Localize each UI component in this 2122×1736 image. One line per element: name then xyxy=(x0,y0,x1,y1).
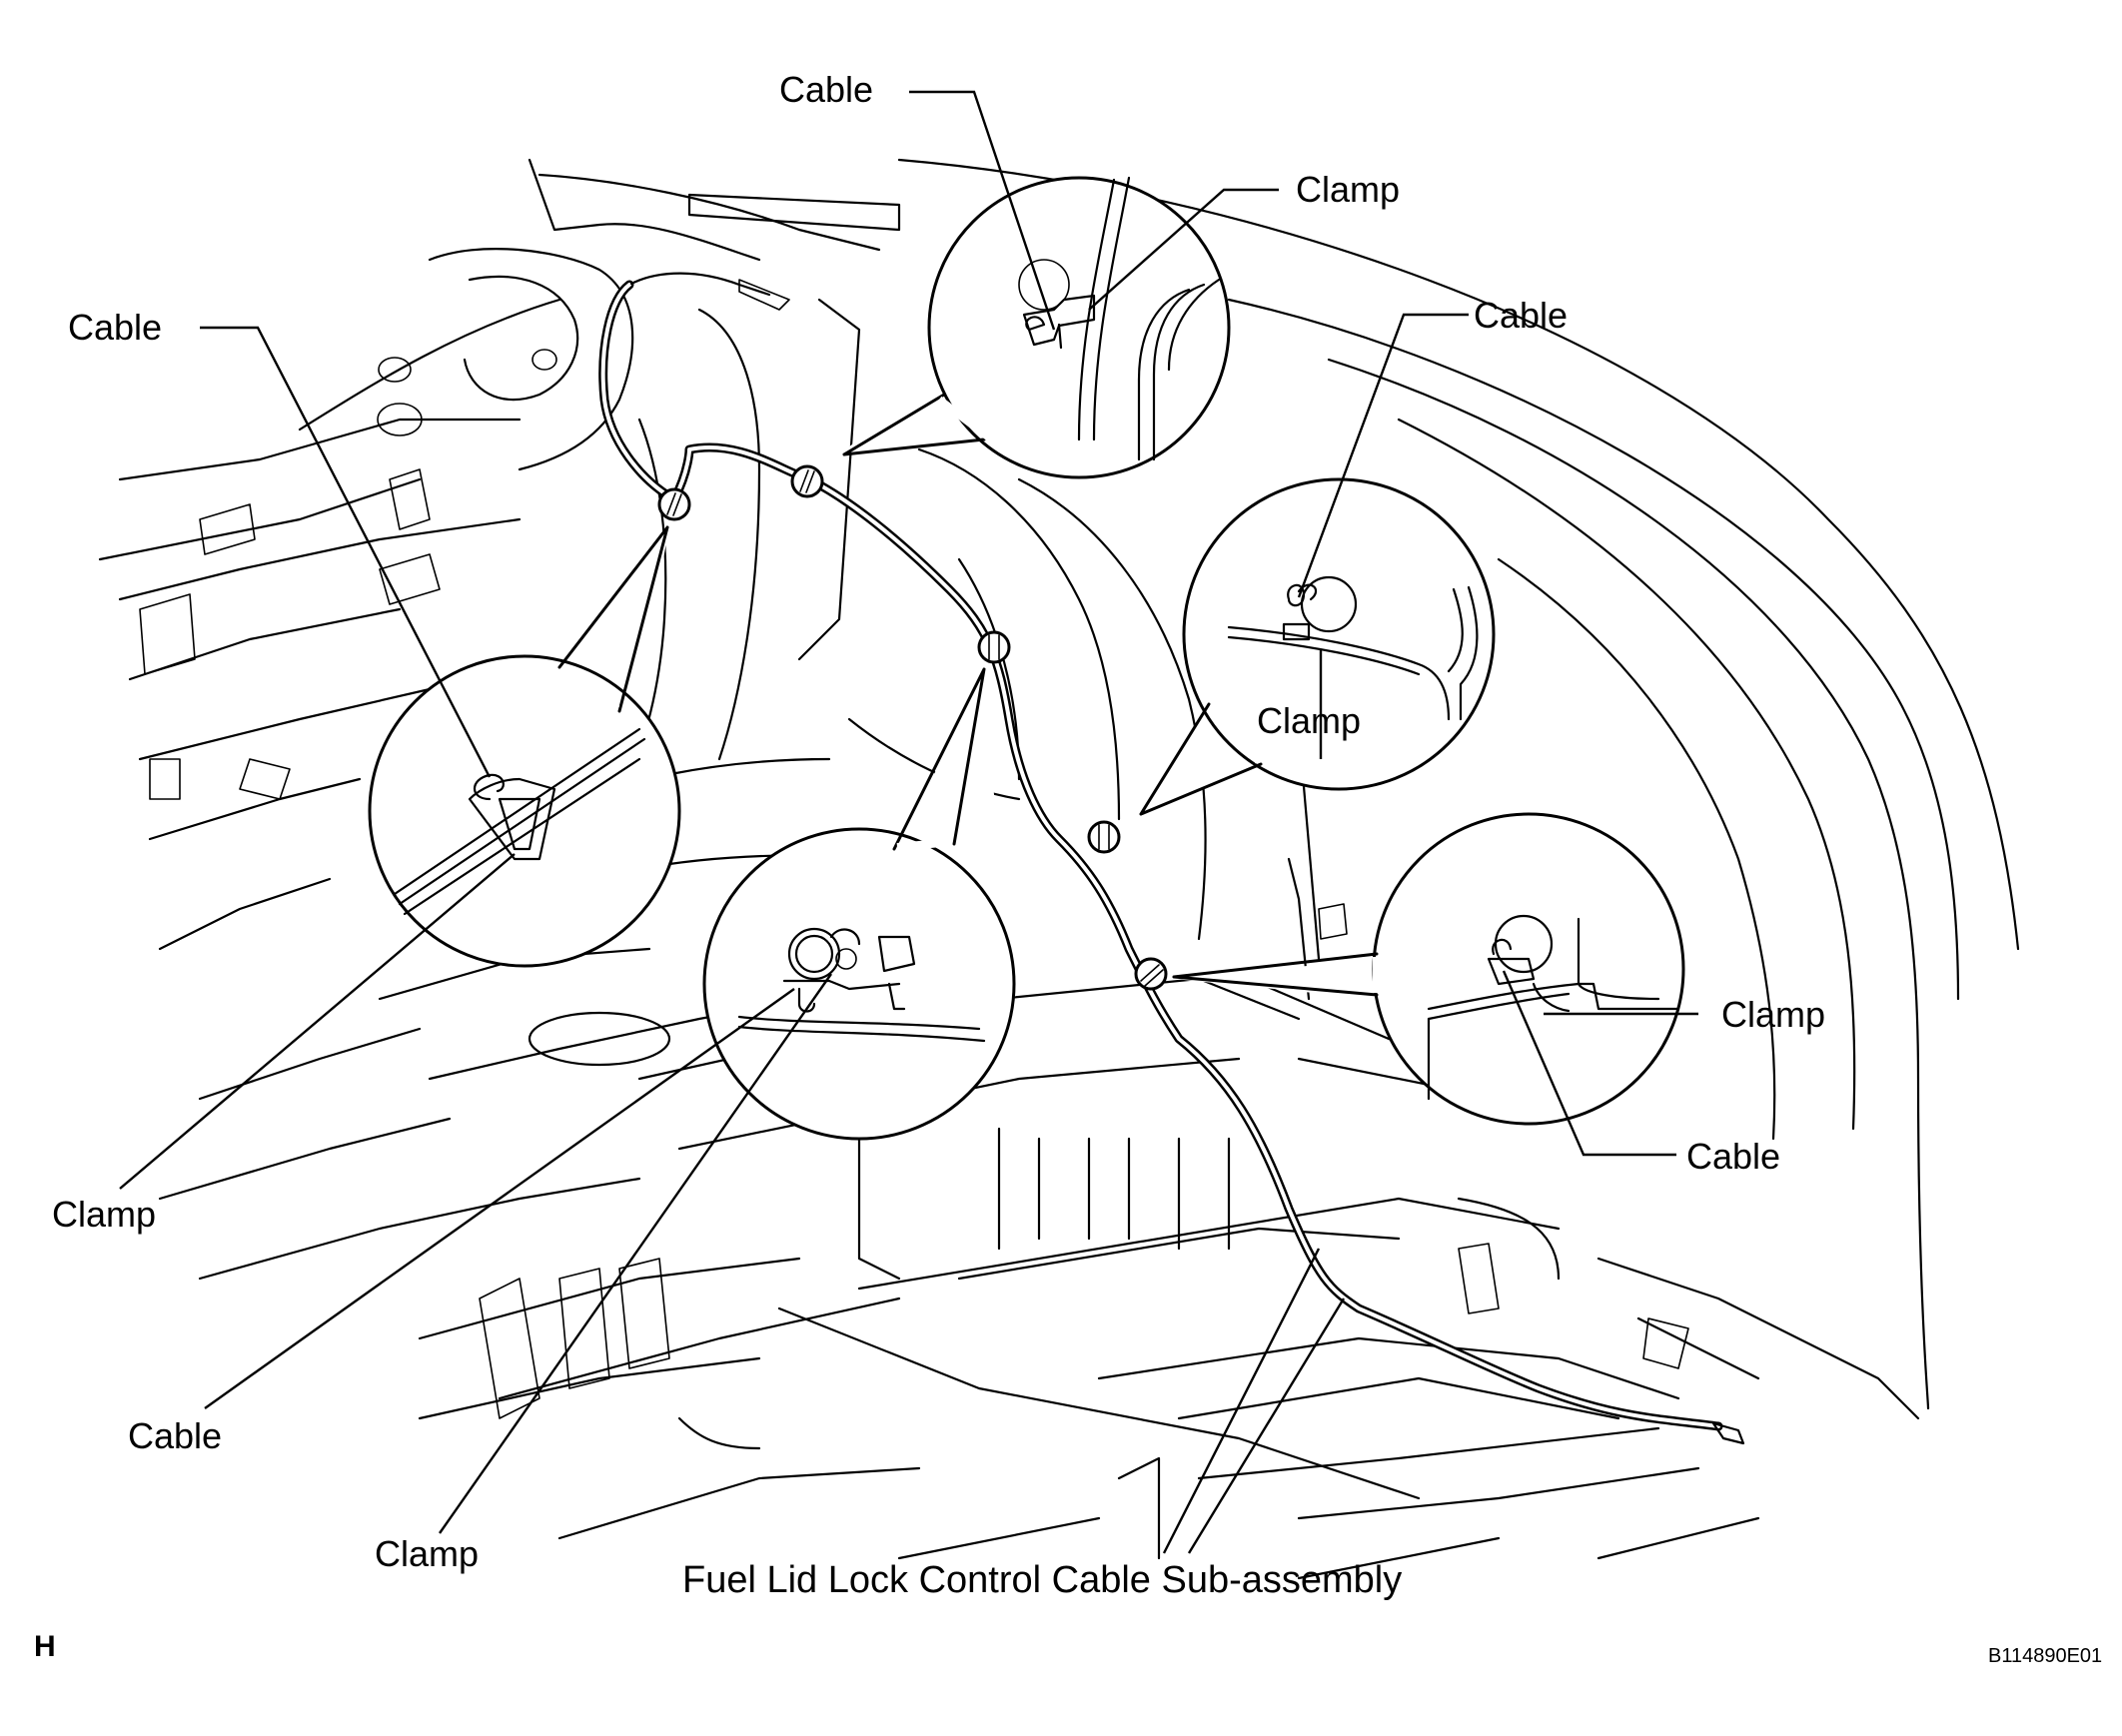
label-cable-right: Cable xyxy=(1474,295,1569,336)
detail-callout-left xyxy=(368,524,681,968)
label-clamp-mid-right: Clamp xyxy=(1257,700,1362,741)
label-clamp-bottom: Clamp xyxy=(375,1533,480,1574)
label-assembly: Fuel Lid Lock Control Cable Sub-assembly xyxy=(682,1559,1403,1601)
clamp-marker-3 xyxy=(977,630,1011,664)
figure-id: B114890E01 xyxy=(1988,1645,2103,1667)
clamp-marker-2 xyxy=(790,464,824,498)
label-cable-bottom-left: Cable xyxy=(128,1415,223,1456)
label-clamp-left: Clamp xyxy=(52,1194,157,1235)
detail-callout-top xyxy=(839,176,1231,479)
fuel-lid-cable xyxy=(598,272,1745,1445)
clamp-marker-1 xyxy=(657,487,691,521)
clamp-marker-4 xyxy=(1087,820,1121,854)
detail-callout-right-lower xyxy=(1172,812,1685,1126)
label-cable-top: Cable xyxy=(779,69,874,110)
label-clamp-top-right: Clamp xyxy=(1296,169,1401,210)
label-cable-left: Cable xyxy=(68,307,163,348)
clamp-marker-5 xyxy=(1134,957,1168,991)
view-code: H xyxy=(34,1630,56,1663)
detail-callout-middle xyxy=(702,667,1016,1141)
label-cable-lower-right: Cable xyxy=(1686,1136,1781,1177)
detail-callout-right-upper xyxy=(1139,477,1496,816)
clamp-markers xyxy=(657,464,1168,991)
label-clamp-right: Clamp xyxy=(1721,994,1826,1035)
leader-lines xyxy=(119,90,1698,1554)
